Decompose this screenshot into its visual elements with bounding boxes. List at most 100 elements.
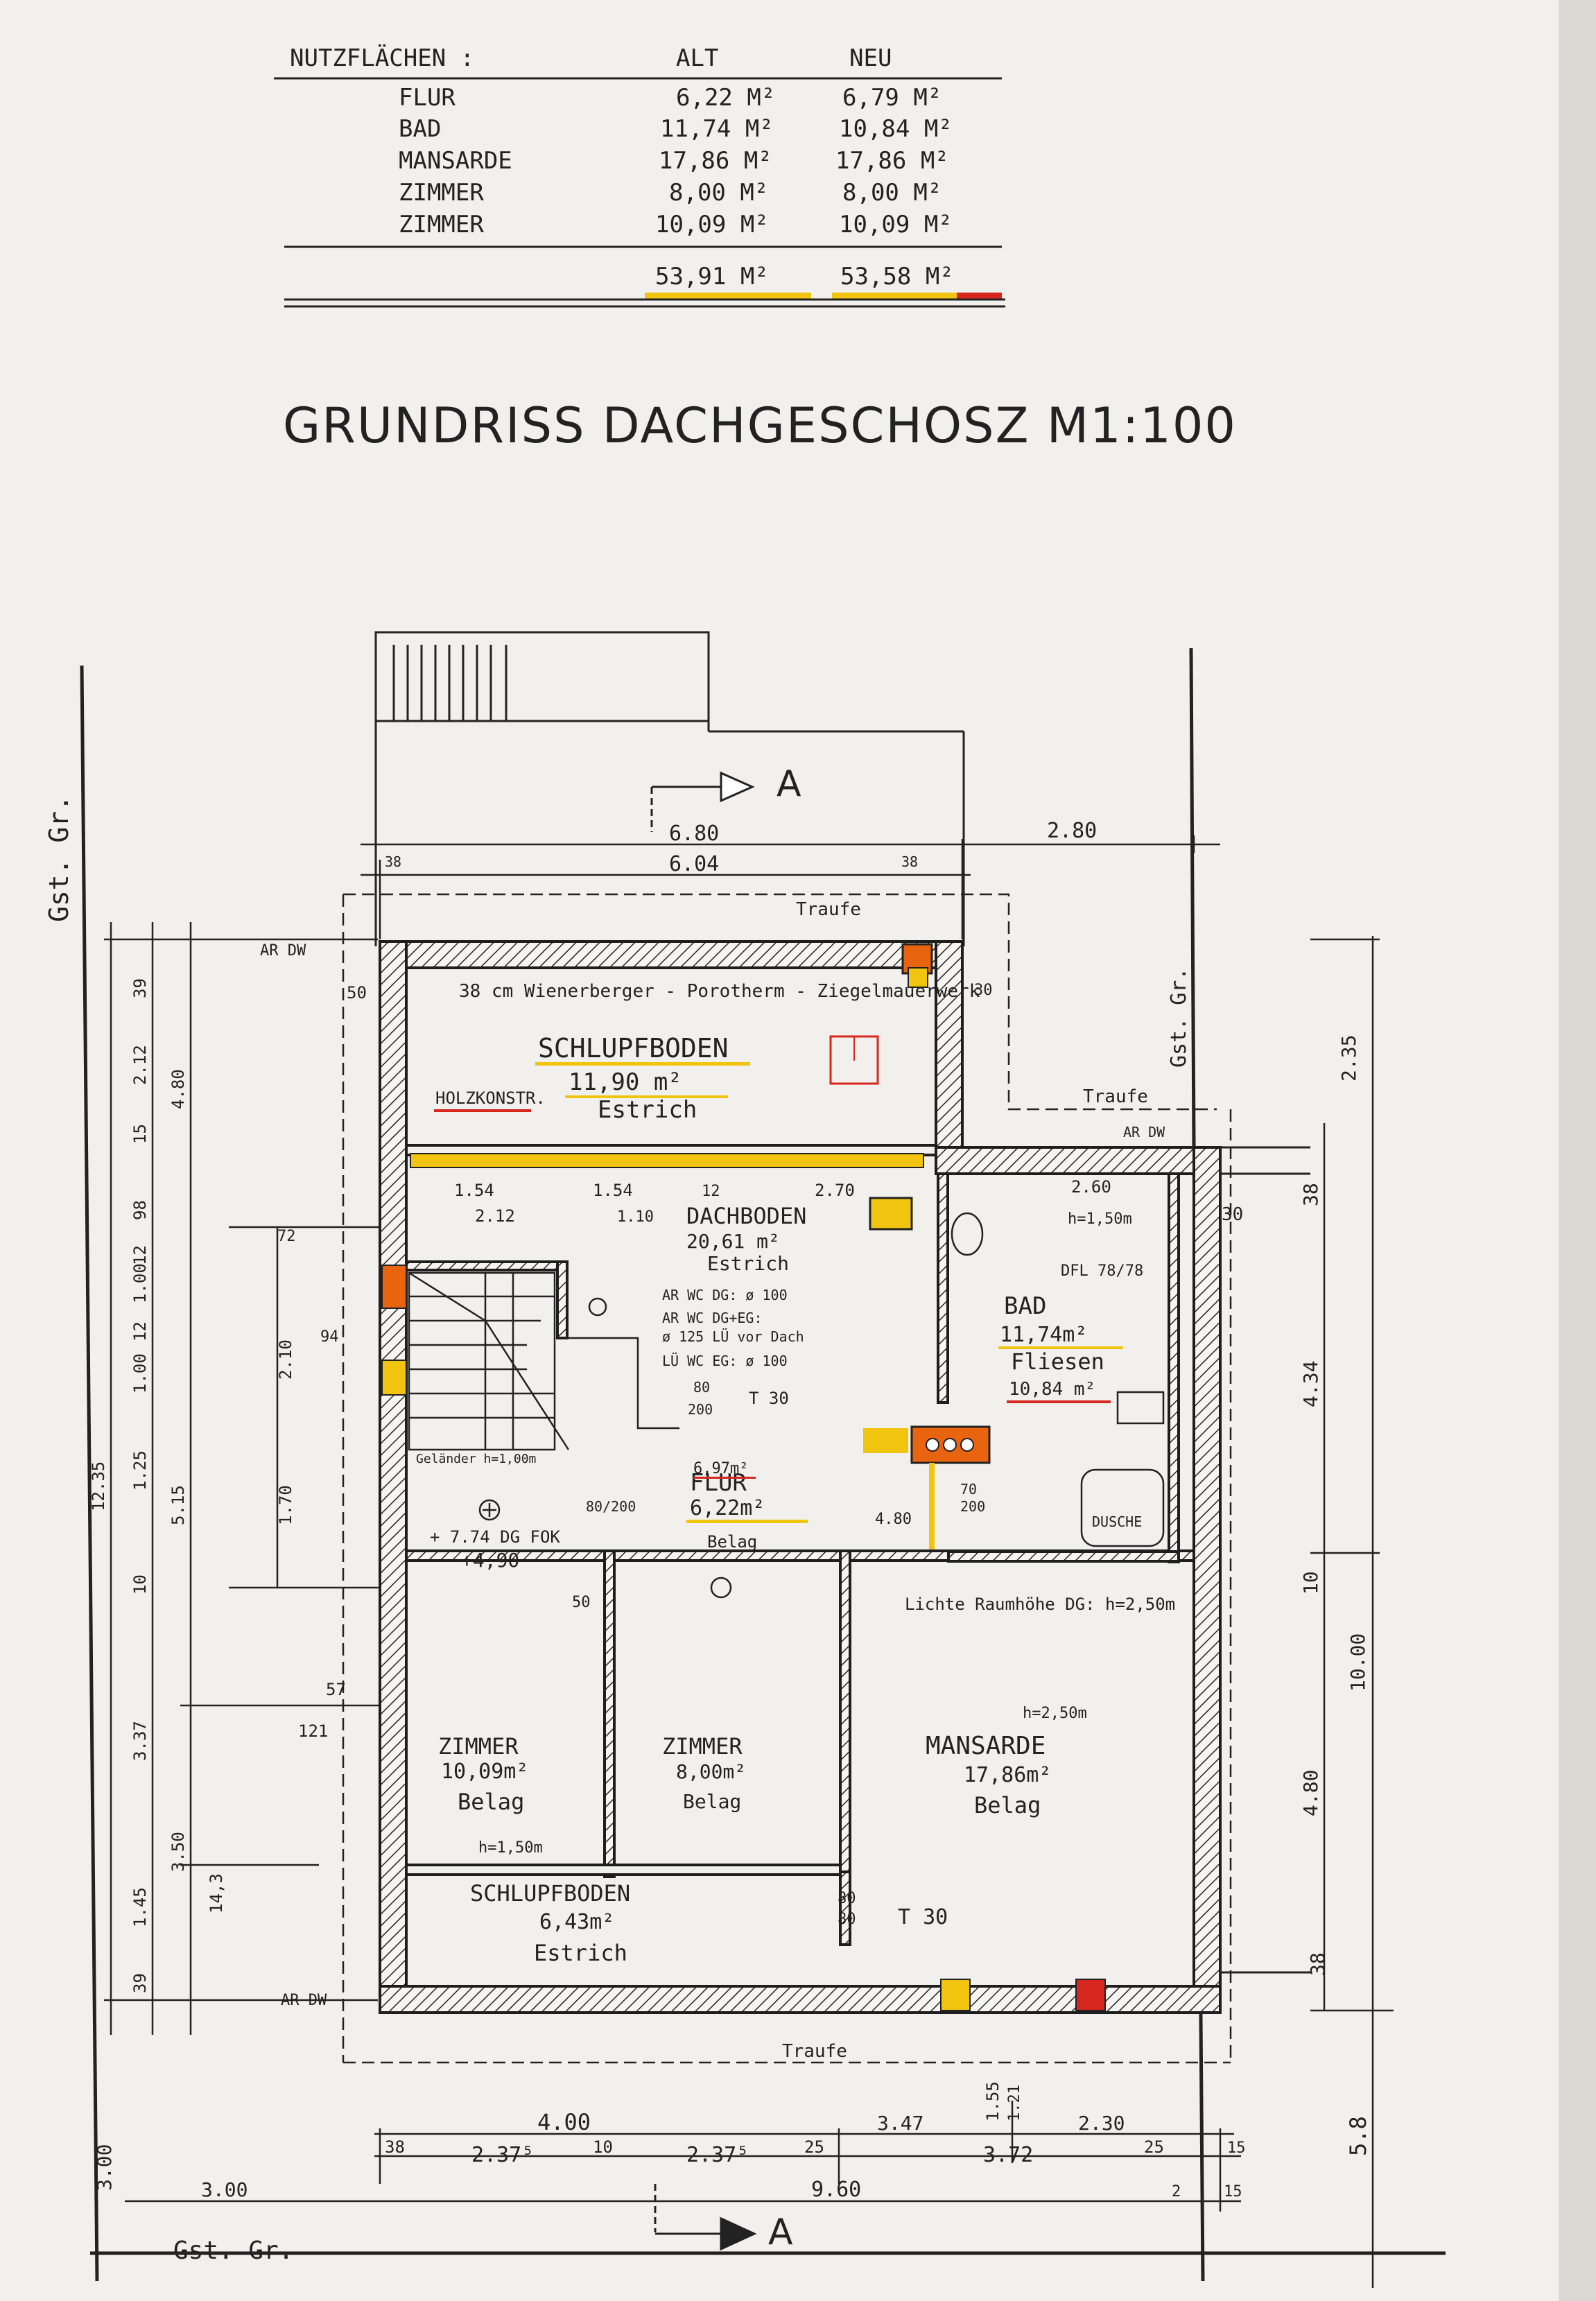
dim-left: 3.37	[130, 1721, 150, 1761]
traufe-label-top: Traufe	[796, 899, 861, 920]
dim-bottom-row3: 9.60	[811, 2178, 861, 2202]
schlupfboden-bottom-finish: Estrich	[534, 1940, 627, 1966]
walls	[379, 940, 1222, 2014]
schedule-row-alt: 10,09 M²	[655, 211, 769, 238]
dim-left: 39	[130, 978, 150, 998]
dim-left: 12	[130, 1245, 150, 1265]
dim-inner: 200	[688, 1401, 713, 1418]
dim-left-total: 4.80	[168, 1069, 188, 1109]
dim-right: 4.80	[1299, 1770, 1322, 1816]
dim-left: 1.00	[130, 1263, 150, 1303]
boundary-label-left: Gst. Gr.	[44, 795, 74, 922]
eaves-line	[342, 893, 1232, 2064]
schlupfboden-top-area: 11,90 m²	[569, 1068, 682, 1096]
dim-inner: 1.54	[593, 1181, 633, 1200]
dim-inner: 80/200	[586, 1498, 636, 1515]
dim-right: 38	[1299, 1183, 1322, 1206]
traufe-label-bottom: Traufe	[782, 2041, 847, 2062]
dim-left: 2.12	[130, 1045, 150, 1085]
schedule-row-neu: 6,79 M²	[842, 84, 942, 112]
gelaender-note: Geländer h=1,00m	[416, 1452, 536, 1466]
wc-note: AR WC DG+EG:	[662, 1310, 763, 1326]
dim-right: 10	[1299, 1571, 1322, 1595]
dim-left-total: 14,3	[207, 1873, 226, 1913]
dim-inner: 80	[838, 1890, 856, 1907]
mansarde-height: h=2,50m	[1023, 1705, 1087, 1722]
dimension-texts: 6.80 6.04 2.80 38 38 39 2.12 15 98 12 1.…	[89, 819, 1371, 2202]
schedule-row-neu: 10,84 M²	[839, 115, 953, 143]
dim-left-total: 1.70	[276, 1485, 295, 1525]
wc-note: LÜ WC EG: ø 100	[662, 1353, 788, 1369]
dim-left-total: 5.15	[168, 1485, 188, 1525]
schedule-total-neu: 53,58 M²	[840, 263, 954, 290]
bad-new-area: 10,84 m²	[1009, 1379, 1095, 1400]
dim-right: 10.00	[1346, 1633, 1369, 1692]
dim-left: 1.25	[130, 1450, 150, 1491]
dim-inner: 4.80	[875, 1511, 912, 1528]
dim-bottom-row2: 38	[385, 2137, 405, 2157]
dim-inner: 121	[298, 1721, 328, 1741]
dim-top-604: 6.04	[669, 852, 719, 876]
dim-bottom-row2: 3.72	[983, 2143, 1033, 2167]
dg-fok-label: + 7.74 DG FOK	[430, 1527, 560, 1547]
schedule-row-alt: 6,22 M²	[676, 84, 775, 112]
bad-finish: Fliesen	[1011, 1348, 1104, 1375]
schedule-row-alt: 11,74 M²	[660, 115, 774, 143]
t30-label: T 30	[898, 1905, 948, 1929]
dim-inner: 12	[702, 1183, 720, 1200]
dim-left: 12	[130, 1321, 150, 1341]
dim-inner: 50	[572, 1594, 591, 1611]
schedule-col-neu: NEU	[849, 44, 892, 72]
schlupfboden-bottom-area: 6,43m²	[539, 1910, 614, 1934]
dim-left: 10	[130, 1574, 150, 1595]
dim-bottom-row1: 1.21	[1006, 2085, 1023, 2121]
zimmer-mid-area: 8,00m²	[676, 1760, 746, 1783]
schedule-title: NUTZFLÄCHEN :	[290, 44, 474, 72]
dim-inner: 200	[960, 1498, 985, 1515]
dim-top-38a: 38	[385, 853, 401, 870]
wc-note: ø 125 LÜ vor Dach	[662, 1328, 804, 1345]
dim-bottom-row3: 3.00	[201, 2178, 248, 2201]
zimmer-mid-name: ZIMMER	[662, 1733, 743, 1760]
dim-bottom-row3: 2	[1172, 2183, 1181, 2200]
mansarde-finish: Belag	[974, 1792, 1041, 1818]
dim-left: 3.50	[168, 1832, 188, 1872]
schlupfboden-top-finish: Estrich	[598, 1096, 697, 1124]
dimension-lines	[104, 835, 1394, 2288]
interior-stair	[408, 1271, 679, 1451]
dim-inner: 2.60	[1071, 1177, 1111, 1197]
ar-dw-label-top: AR DW	[260, 942, 306, 960]
dim-bottom-right: 5.8	[1345, 2116, 1371, 2156]
right-outbuilding	[1220, 1146, 1310, 1974]
section-marker-top	[650, 771, 755, 832]
dim-bottom-left: 3.00	[93, 2144, 116, 2191]
dim-bottom-row2: 25	[804, 2137, 824, 2157]
dim-top-280: 2.80	[1047, 819, 1097, 843]
ar-dw-label-right: AR DW	[1123, 1124, 1165, 1140]
schedule-row-name: ZIMMER	[399, 179, 484, 207]
dim-left-total: 2.10	[276, 1339, 295, 1380]
dim-inner: 30	[974, 982, 993, 999]
dim-left: 98	[130, 1200, 150, 1220]
dim-top-38b: 38	[901, 853, 918, 870]
dim-bottom-row2: 10	[593, 2137, 613, 2157]
dim-top-680: 6.80	[669, 822, 719, 846]
zimmer-left-area: 10,09m²	[441, 1760, 528, 1784]
dim-inner: 57	[326, 1680, 346, 1699]
level-490: +4,90	[461, 1549, 519, 1572]
schedule-row-name: MANSARDE	[399, 147, 512, 175]
flur-new-area: 6,97m²	[693, 1460, 748, 1477]
dachboden-area: 20,61 m²	[686, 1230, 780, 1253]
dim-inner: 72	[277, 1228, 296, 1245]
dim-inner: 70	[960, 1481, 977, 1497]
schedule-row-neu: 10,09 M²	[839, 211, 953, 238]
dachboden-name: DACHBODEN	[686, 1203, 806, 1229]
dim-bottom-row2: 2.37⁵	[471, 2143, 534, 2167]
dim-right: 4.34	[1299, 1361, 1322, 1407]
dim-inner: 2.12	[475, 1206, 515, 1226]
drawing-title: GRUNDRISS DACHGESCHOSZ M1:100	[283, 397, 1237, 454]
bad-dfl: DFL 78/78	[1061, 1262, 1143, 1280]
schedule-total-alt: 53,91 M²	[655, 263, 769, 290]
schedule-row-alt: 8,00 M²	[669, 179, 768, 207]
dim-left-total: 12.35	[89, 1461, 108, 1511]
